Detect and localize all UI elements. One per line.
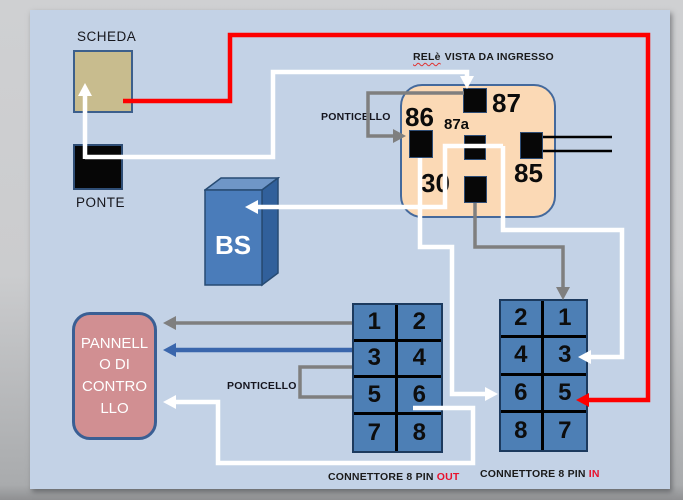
relay-pin-86-label: 86 [405, 102, 434, 132]
pannello-label: PANNELLO DI CONTROLLO [80, 334, 149, 417]
connector-out-cell: 3 [354, 341, 398, 378]
connector-out-caption-text: CONNETTORE 8 PIN [328, 471, 434, 483]
pannello-box: PANNELLO DI CONTROLLO [72, 312, 157, 440]
connector-in-cell: 1 [543, 301, 586, 339]
connector-in-cell: 4 [501, 338, 544, 376]
ponticello-connector-label: PONTICELLO [227, 380, 297, 392]
relay-pin-85-label: 85 [514, 158, 543, 188]
bs-label: BS [215, 230, 251, 260]
connector-in-cell: 7 [558, 417, 572, 445]
relay-pin-87a [464, 135, 486, 160]
ponticello-relay-label: PONTICELLO [321, 111, 391, 123]
relay-pin-85 [520, 132, 543, 159]
connector-out-cell: 2 [397, 305, 441, 342]
relay-pin-30-label: 30 [421, 168, 450, 198]
relay-pin-86 [409, 130, 433, 158]
bs-box: BS [202, 176, 281, 287]
wire-gray-ponticello-out3-to-out5 [298, 365, 352, 399]
connector-in-cell: 8 [501, 412, 544, 450]
relay-pin-30 [464, 176, 487, 203]
arrowhead-blue-into-pannello [163, 343, 176, 357]
connector-out-cell: 7 [354, 414, 398, 451]
connector-in-cell: 2 [501, 301, 544, 339]
connector-out-cell: 1 [354, 305, 398, 342]
connector-out-cell: 6 [397, 378, 441, 415]
connector-in-caption-highlight: IN [588, 468, 600, 480]
bs-right-face [261, 176, 279, 287]
ponte-label: PONTE [76, 195, 126, 210]
connector-out-cell: 8 [412, 418, 426, 446]
bs-cuboid: BS [202, 176, 281, 287]
connector-out-caption-highlight: OUT [436, 471, 460, 483]
relay-title-rest: VISTA DA INGRESSO [444, 51, 554, 63]
ponte-box [73, 144, 123, 190]
relay-title-word: RELè [413, 51, 441, 63]
arrowhead-white-into-in6 [485, 387, 498, 401]
connector-in: 2 1 4 3 6 5 8 7 [499, 299, 588, 452]
connector-out-cell: 5 [354, 378, 398, 415]
arrowhead-gray-into-pannello [163, 316, 176, 330]
arrowhead-white-into-pannello [163, 395, 176, 409]
connector-in-cell: 3 [543, 338, 586, 376]
connector-out: 1 2 3 4 5 6 7 8 [352, 303, 443, 453]
relay-pin-87 [463, 88, 487, 113]
scheda-box [73, 50, 133, 113]
connector-out-cell: 4 [397, 342, 441, 378]
scheda-label: SCHEDA [77, 29, 137, 44]
connector-in-cell: 6 [501, 375, 544, 413]
connector-in-caption-text: CONNETTORE 8 PIN [480, 468, 586, 480]
connector-in-cell: 5 [543, 376, 586, 413]
relay-pin-87a-label: 87a [444, 116, 470, 133]
relay-pin-87-label: 87 [492, 88, 521, 118]
